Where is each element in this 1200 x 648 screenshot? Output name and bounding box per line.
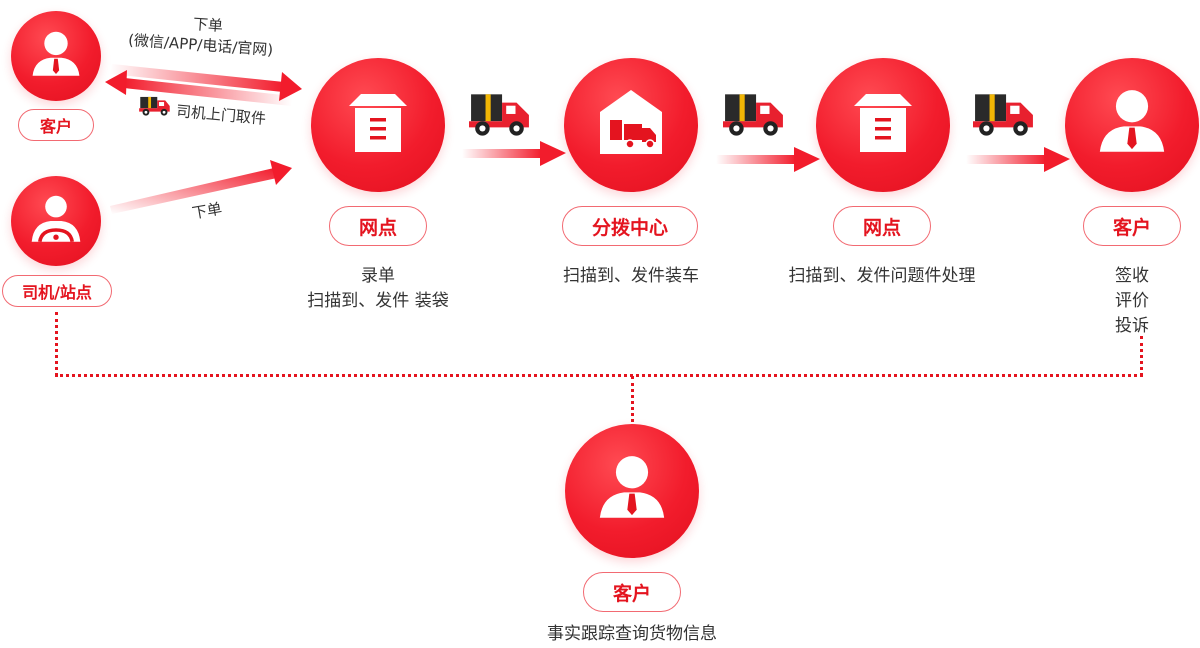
flow-arrow-outlet-customer bbox=[966, 147, 1070, 172]
customer-end-desc-1: 签收 bbox=[1115, 266, 1149, 286]
customer-end-desc-2: 评价 bbox=[1115, 291, 1149, 311]
delivery-truck-icon bbox=[469, 94, 529, 136]
outlet-2-node bbox=[816, 58, 950, 192]
pickup-truck-icon bbox=[139, 96, 170, 116]
outlet-icon bbox=[349, 94, 407, 152]
outlet-1-label: 网点 bbox=[329, 206, 427, 246]
customer-end-label: 客户 bbox=[1083, 206, 1181, 246]
flow-arrow-hub-outlet bbox=[716, 147, 820, 172]
outlet-icon bbox=[854, 94, 912, 152]
tracking-line-center bbox=[631, 376, 634, 422]
tracking-line-bottom bbox=[55, 374, 1143, 377]
tracking-line-right bbox=[1140, 336, 1143, 376]
hub-node bbox=[564, 58, 698, 192]
tracking-line-left bbox=[55, 312, 58, 376]
outlet-1-desc-2: 扫描到、发件 装袋 bbox=[307, 291, 449, 311]
driver-icon bbox=[31, 195, 81, 243]
outlet-2-desc-1: 扫描到、发件问题件处理 bbox=[788, 266, 976, 286]
customer-icon bbox=[599, 456, 665, 518]
pickup-arrow bbox=[105, 70, 292, 106]
driver-order-edge-label: 下单 bbox=[190, 199, 224, 223]
delivery-truck-icon bbox=[723, 94, 783, 136]
customer-icon bbox=[1099, 90, 1165, 152]
customer-start-node bbox=[11, 11, 101, 101]
customer-end-desc-3: 投诉 bbox=[1115, 316, 1149, 336]
customer-icon bbox=[32, 31, 80, 76]
pickup-edge-label: 司机上门取件 bbox=[175, 102, 267, 128]
outlet-2-label: 网点 bbox=[833, 206, 931, 246]
flow-arrow-outlet-hub bbox=[462, 141, 566, 166]
customer-end-node bbox=[1065, 58, 1199, 192]
driver-label: 司机/站点 bbox=[2, 275, 112, 307]
outlet-1-node bbox=[311, 58, 445, 192]
hub-desc-1: 扫描到、发件装车 bbox=[563, 266, 699, 286]
customer-start-label: 客户 bbox=[18, 109, 94, 141]
hub-label: 分拨中心 bbox=[562, 206, 698, 246]
order-edge-label: 下单 bbox=[192, 14, 224, 36]
customer-track-node bbox=[565, 424, 699, 558]
driver-node bbox=[11, 176, 101, 266]
customer-track-label: 客户 bbox=[583, 572, 681, 612]
order-edge-channels: (微信/APP/电话/官网) bbox=[127, 30, 274, 60]
customer-track-desc-1: 事实跟踪查询货物信息 bbox=[547, 624, 717, 644]
warehouse-truck-icon bbox=[600, 90, 662, 154]
delivery-truck-icon bbox=[973, 94, 1033, 136]
outlet-1-desc-1: 录单 bbox=[361, 266, 395, 286]
